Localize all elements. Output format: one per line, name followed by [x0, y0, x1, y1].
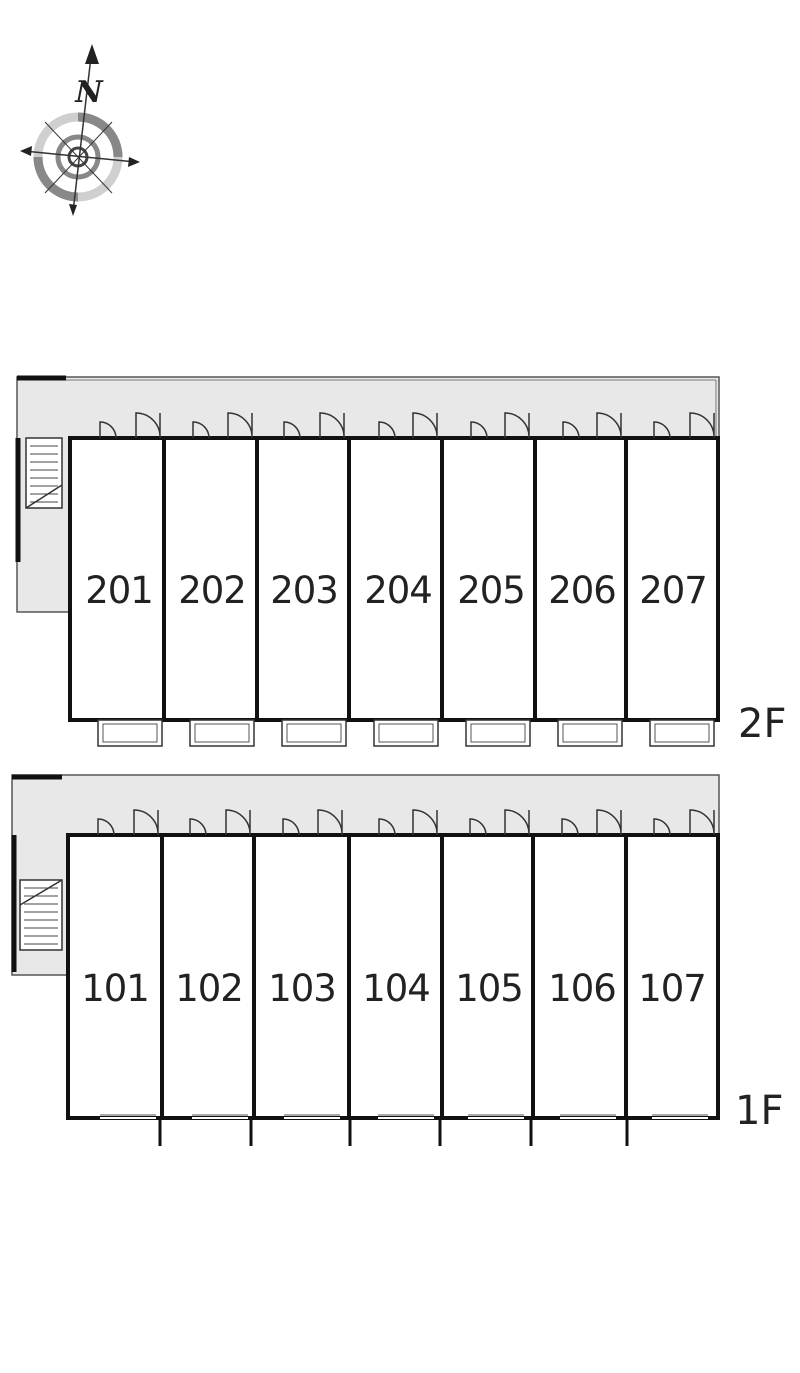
- compass-rose-icon: N: [20, 44, 140, 216]
- unit-206: 206: [548, 569, 616, 612]
- unit-107: 107: [638, 967, 706, 1010]
- doors-1f: [97, 809, 715, 836]
- unit-101: 101: [81, 967, 149, 1010]
- unit-102: 102: [175, 967, 243, 1010]
- unit-202: 202: [178, 569, 246, 612]
- unit-103: 103: [268, 967, 336, 1010]
- unit-106: 106: [548, 967, 616, 1010]
- unit-104: 104: [362, 967, 430, 1010]
- unit-105: 105: [455, 967, 523, 1010]
- windows-1f: [100, 1114, 708, 1119]
- unit-203: 203: [270, 569, 338, 612]
- floor-label-2f: 2F: [738, 701, 786, 747]
- staircase-1f: [19, 879, 63, 951]
- staircase-2f: [25, 437, 63, 509]
- north-label: N: [74, 75, 104, 110]
- unit-207: 207: [639, 569, 707, 612]
- partition-stubs-1f: [158, 1118, 629, 1146]
- floor-label-1f: 1F: [735, 1088, 783, 1134]
- unit-201: 201: [85, 569, 153, 612]
- doors-2f: [99, 412, 715, 439]
- balconies-2f: [97, 719, 715, 747]
- floor-2f-plan: 201 202 203 204 205 206 207 2F: [15, 375, 786, 747]
- floor-1f-plan: 101 102 103 104 105 106 107 1F: [11, 774, 783, 1146]
- unit-205: 205: [457, 569, 525, 612]
- unit-204: 204: [364, 569, 432, 612]
